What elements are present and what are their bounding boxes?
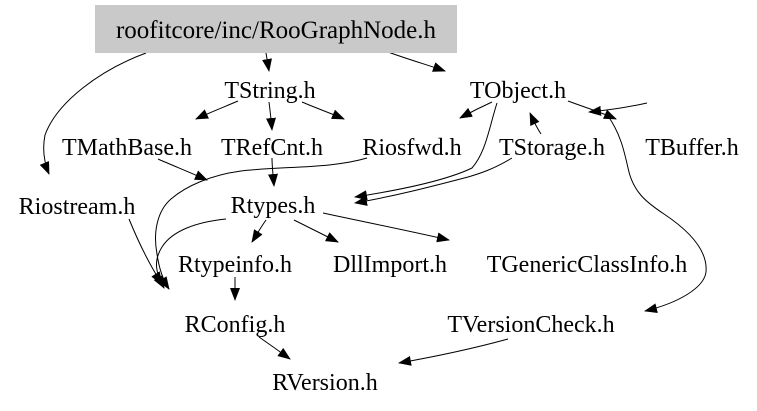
edge-Rtypes-DllImport — [293, 219, 339, 243]
edge-TVersionCheck-RVersion — [398, 338, 509, 366]
edge-TObject-Riosfwd — [459, 101, 493, 119]
edge-RConfig-RVersion — [258, 336, 291, 360]
edge-TObject-TVersionCheck — [607, 115, 707, 314]
edge-Rtypes-Rtypeinfo — [251, 219, 267, 243]
edge-TString-TRefCnt — [266, 101, 276, 131]
node-TBuffer[interactable]: TBuffer.h — [645, 135, 739, 161]
node-TGenericClassInfo[interactable]: TGenericClassInfo.h — [487, 252, 688, 278]
edge-TObject-Rtypes — [354, 102, 498, 201]
node-TString[interactable]: TString.h — [224, 78, 315, 104]
edge-Rtypes-TGenericClassInfo — [322, 212, 450, 243]
node-Riosfwd[interactable]: Riosfwd.h — [362, 135, 461, 161]
edge-TString-TMathBase — [195, 100, 239, 120]
edge-Riostream-RConfig — [128, 218, 163, 285]
node-TObject[interactable]: TObject.h — [470, 78, 566, 104]
edge-root-Riostream — [39, 52, 147, 175]
root-node-label: roofitcore/inc/RooGraphNode.h — [116, 17, 437, 44]
node-RVersion[interactable]: RVersion.h — [272, 370, 377, 396]
edge-TString-Riosfwd — [301, 101, 345, 120]
root-node-box — [95, 5, 457, 53]
node-RConfig[interactable]: RConfig.h — [185, 312, 286, 338]
edge-TBuffer-TObject — [588, 102, 648, 116]
edge-TMathBase-Rtypes — [157, 158, 208, 181]
node-DllImport[interactable]: DllImport.h — [333, 252, 447, 278]
node-TRefCnt[interactable]: TRefCnt.h — [221, 135, 323, 161]
edge-Riosfwd-RConfig — [155, 157, 368, 290]
edge-TRefCnt-Rtypes — [268, 157, 278, 187]
edge-root-TObject — [387, 51, 446, 72]
root-node: roofitcore/inc/RooGraphNode.h — [95, 5, 457, 53]
node-TStorage[interactable]: TStorage.h — [499, 135, 605, 161]
edge-TStorage-Rtypes — [354, 157, 513, 206]
node-Riostream[interactable]: Riostream.h — [19, 194, 136, 220]
edge-root-TString — [262, 52, 272, 72]
node-Rtypeinfo[interactable]: Rtypeinfo.h — [178, 252, 292, 278]
node-TMathBase[interactable]: TMathBase.h — [62, 135, 192, 161]
node-TVersionCheck[interactable]: TVersionCheck.h — [447, 312, 614, 338]
node-Rtypes[interactable]: Rtypes.h — [231, 193, 316, 219]
edge-TStorage-TObject — [529, 112, 542, 135]
